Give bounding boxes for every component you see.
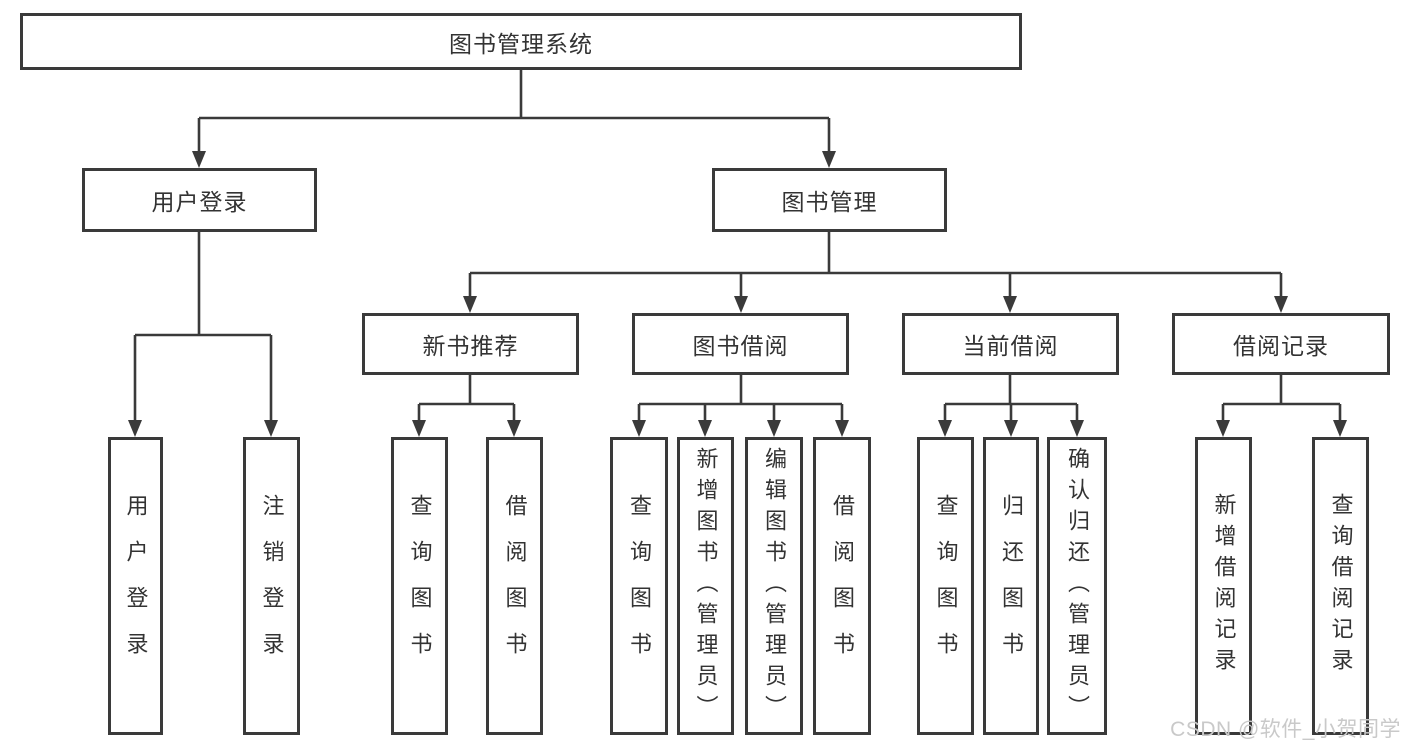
node-label: 归还图书 <box>999 494 1024 678</box>
node-label: 编辑图书（管理员） <box>762 446 787 726</box>
leaf-logout: 注销登录 <box>243 437 300 735</box>
node-label: 确认归还（管理员） <box>1065 446 1090 726</box>
node-label: 新书推荐 <box>422 333 519 359</box>
arrowheads <box>128 151 1347 437</box>
node-label: 当前借阅 <box>962 333 1059 359</box>
node-label: 查询借阅记录 <box>1328 493 1354 679</box>
node-label: 查询图书 <box>407 494 433 678</box>
node-label: 图书管理系统 <box>449 30 593 57</box>
node-book-borrow: 图书借阅 <box>632 313 849 375</box>
leaf-query-books-3: 查询图书 <box>917 437 974 735</box>
leaf-query-books-1: 查询图书 <box>391 437 448 735</box>
leaf-add-borrow-record: 新增借阅记录 <box>1195 437 1252 735</box>
node-book-management: 图书管理 <box>712 168 947 232</box>
node-label: 用户登录 <box>123 494 149 678</box>
leaf-borrow-books-2: 借阅图书 <box>813 437 871 735</box>
csdn-watermark: CSDN @软件_小贺同学 <box>1170 718 1401 741</box>
node-label: 借阅记录 <box>1233 333 1329 359</box>
leaf-user-login: 用户登录 <box>108 437 163 735</box>
node-label: 借阅图书 <box>502 494 528 678</box>
node-current-borrow: 当前借阅 <box>902 313 1119 375</box>
node-root-library-system: 图书管理系统 <box>20 13 1022 70</box>
leaf-add-books-admin: 新增图书（管理员） <box>677 437 734 735</box>
node-label: 借阅图书 <box>830 494 855 678</box>
node-label: 用户登录 <box>151 189 248 215</box>
node-label: 注销登录 <box>259 494 285 678</box>
node-new-book-recommend: 新书推荐 <box>362 313 579 375</box>
leaf-borrow-books-1: 借阅图书 <box>486 437 543 735</box>
node-label: 新增图书（管理员） <box>693 446 719 726</box>
node-label: 新增借阅记录 <box>1211 493 1237 679</box>
node-label: 图书借阅 <box>692 333 789 359</box>
node-user-login: 用户登录 <box>82 168 317 232</box>
leaf-confirm-return-admin: 确认归还（管理员） <box>1047 437 1107 735</box>
node-borrow-records: 借阅记录 <box>1172 313 1390 375</box>
leaf-query-borrow-record: 查询借阅记录 <box>1312 437 1369 735</box>
leaf-return-books: 归还图书 <box>983 437 1039 735</box>
node-label: 图书管理 <box>781 189 878 215</box>
leaf-edit-books-admin: 编辑图书（管理员） <box>745 437 803 735</box>
node-label: 查询图书 <box>627 494 652 678</box>
node-label: 查询图书 <box>933 494 959 678</box>
leaf-query-books-2: 查询图书 <box>610 437 668 735</box>
